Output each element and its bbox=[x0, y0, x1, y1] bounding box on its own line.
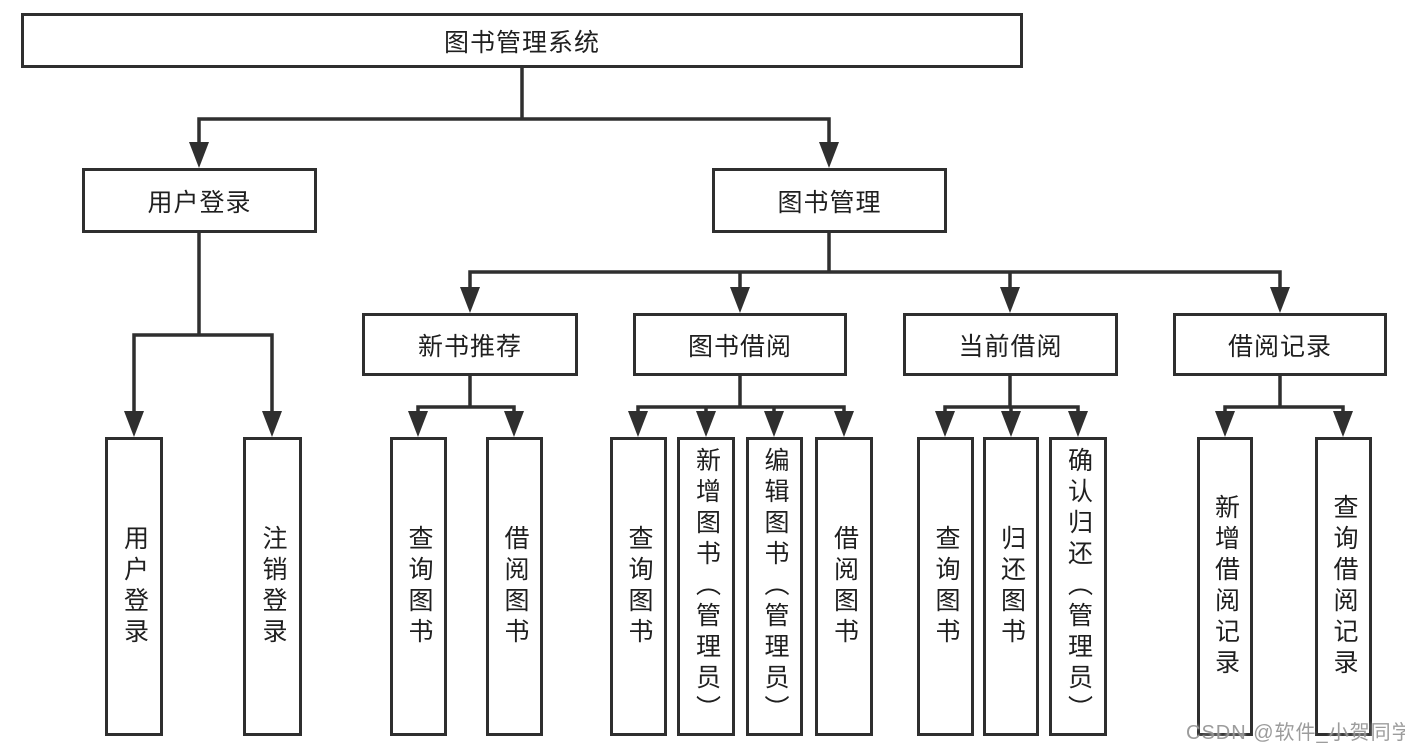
group-book-borrowing: 图书借阅 bbox=[633, 313, 847, 376]
connector-userlogin-to-leaves bbox=[124, 231, 282, 437]
leaf-add-books-admin: 新增图书（管理员） bbox=[677, 437, 735, 736]
leaf-add-borrow-record: 新增借阅记录 bbox=[1197, 437, 1253, 736]
leaf-query-books-current: 查询图书 bbox=[917, 437, 974, 736]
leaf-logout: 注销登录 bbox=[243, 437, 302, 736]
connector-currentborrow-to-leaves bbox=[935, 374, 1088, 437]
leaf-user-login: 用户登录 bbox=[105, 437, 163, 736]
leaf-query-books-borrowing: 查询图书 bbox=[610, 437, 667, 736]
leaf-edit-books-admin: 编辑图书（管理员） bbox=[746, 437, 803, 736]
leaf-borrow-books: 借阅图书 bbox=[815, 437, 873, 736]
connector-root-to-branches bbox=[189, 64, 839, 168]
connector-bookborrow-to-leaves bbox=[628, 374, 854, 437]
group-current-borrowing: 当前借阅 bbox=[903, 313, 1118, 376]
leaf-return-books: 归还图书 bbox=[983, 437, 1039, 736]
connector-records-to-leaves bbox=[1215, 374, 1353, 437]
group-new-book-recommend: 新书推荐 bbox=[362, 313, 578, 376]
root-node-library-system: 图书管理系统 bbox=[21, 13, 1023, 68]
csdn-watermark: CSDN @软件_小贺同学 bbox=[1186, 722, 1405, 744]
branch-book-management: 图书管理 bbox=[712, 168, 947, 233]
group-borrowing-records: 借阅记录 bbox=[1173, 313, 1387, 376]
leaf-confirm-return-admin: 确认归还（管理员） bbox=[1049, 437, 1107, 736]
leaf-query-books-newbooks: 查询图书 bbox=[390, 437, 447, 736]
leaf-borrow-books-newbooks: 借阅图书 bbox=[486, 437, 543, 736]
branch-user-login: 用户登录 bbox=[82, 168, 317, 233]
leaf-query-borrow-record: 查询借阅记录 bbox=[1315, 437, 1372, 736]
connector-newbooks-to-leaves bbox=[408, 374, 524, 437]
connector-bookmgmt-to-groups bbox=[460, 231, 1290, 313]
